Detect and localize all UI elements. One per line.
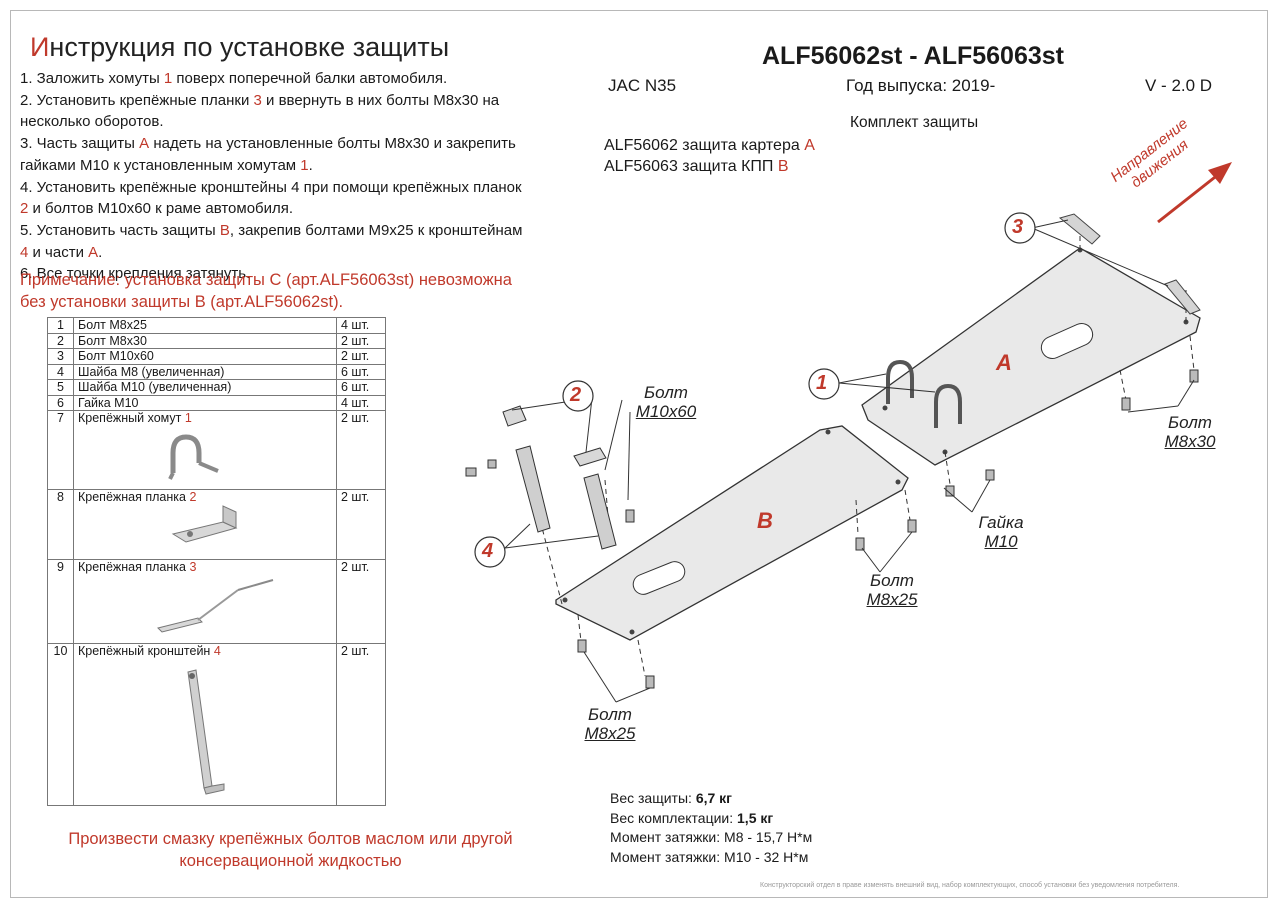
step-line: гайками М10 к установленным хомутам 1. xyxy=(20,156,313,174)
kit-title: Комплект защиты xyxy=(850,114,979,131)
step-line: несколько оборотов. xyxy=(20,113,164,131)
lubrication-note: Произвести смазку крепёжных болтов масло… xyxy=(68,830,513,870)
clamp-image xyxy=(78,425,332,488)
step-line: 1. Заложить хомуты 1 поверх поперечной б… xyxy=(20,70,448,87)
specs: Вес защиты: 6,7 кг Вес комплектации: 1,5… xyxy=(610,789,812,867)
article-numbers: ALF56062st - ALF56063st xyxy=(762,42,1064,70)
step-line: 6. Все точки крепления затянуть. xyxy=(20,265,251,283)
callout-1: 1 xyxy=(816,372,828,394)
callout-3: 3 xyxy=(1012,216,1024,238)
step-line: 3. Часть защиты А надеть на установленны… xyxy=(20,135,516,153)
plate-b-letter: B xyxy=(757,508,773,533)
engine-spec: V - 2.0 D xyxy=(1145,76,1213,95)
bracket-plate-image xyxy=(78,504,332,555)
step-line: 2 и болтов М10х60 к раме автомобиля. xyxy=(20,200,294,218)
callout-4: 4 xyxy=(482,540,494,562)
kit-part-a: ALF56062 защита картера А xyxy=(604,137,815,154)
car-model: JAC N35 xyxy=(608,76,677,95)
compatibility-note: Примечание: установка защиты С (арт.ALF5… xyxy=(20,270,512,313)
step-line: 4 и части А. xyxy=(20,243,103,261)
plate-a xyxy=(861,247,1201,466)
note-line: Примечание: установка защиты С (арт.ALF5… xyxy=(20,271,512,289)
step-line: 5. Установить часть защиты В, закрепив б… xyxy=(20,221,523,239)
torque-m8: Момент затяжки: М8 - 15,7 Н*м xyxy=(610,829,813,845)
kit-weight: Вес комплектации: 1,5 кг xyxy=(610,809,774,826)
kit-part-b: ALF56063 защита КПП В xyxy=(604,158,789,175)
step-line: 4. Установить крепёжные кронштейны 4 при… xyxy=(20,178,522,196)
mounting-bracket-image xyxy=(78,658,332,801)
plate-a-letter: A xyxy=(996,350,1012,375)
page-title: Инструкция по установке защиты xyxy=(30,32,450,62)
copyright-note: Конструкторский отдел в праве изменять в… xyxy=(760,882,1180,889)
kit-parts: ALF56062 защита картера А ALF56063 защит… xyxy=(604,135,815,177)
production-year: Год выпуска: 2019- xyxy=(846,76,996,95)
protection-weight: Вес защиты: 6,7 кг xyxy=(610,790,733,806)
page-frame xyxy=(10,10,1268,898)
torque-m10: Момент затяжки: М10 - 32 Н*м xyxy=(610,848,809,865)
note-line: без установки защиты В (арт.ALF56062st). xyxy=(20,292,344,311)
installation-steps: 1. Заложить хомуты 1 поверх поперечной б… xyxy=(20,68,522,285)
callout-2: 2 xyxy=(570,384,582,406)
step-line: 2. Установить крепёжные планки 3 и вверн… xyxy=(20,91,500,109)
plate-with-bolt-image xyxy=(78,574,332,641)
